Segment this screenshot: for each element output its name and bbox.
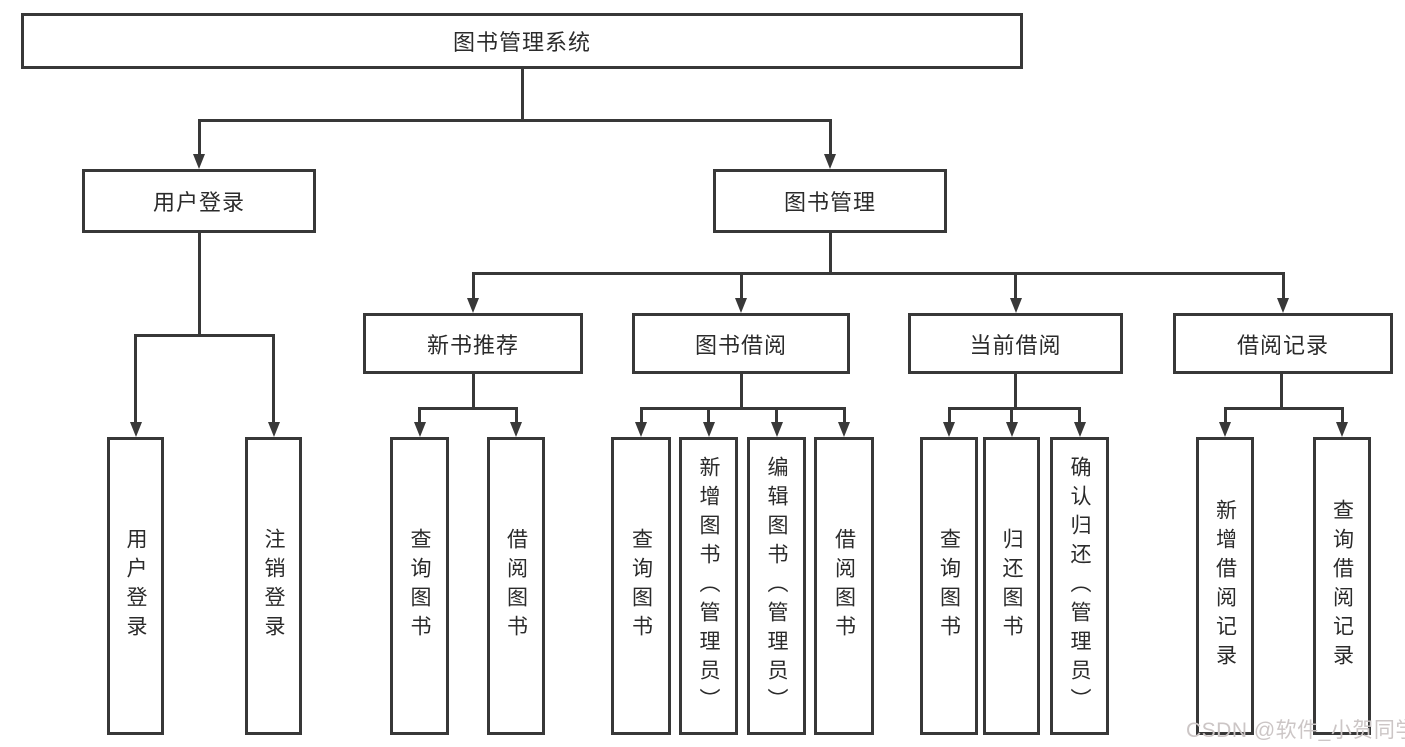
connector-drop-add-book [707, 407, 710, 424]
connector-records-bar [1223, 407, 1344, 410]
connector-newbook-bar [418, 407, 518, 410]
arrowhead-book-management [824, 154, 836, 169]
node-borrow-records-label: 借阅记录 [1236, 332, 1329, 358]
arrowhead-confirm-return [1073, 422, 1086, 437]
arrowhead-user-login [193, 154, 205, 169]
connector-drop-confirm-return [1078, 407, 1081, 424]
arrowhead-leaf-logout [267, 422, 280, 437]
node-new-book-recommend: 新书推荐 [363, 313, 583, 374]
leaf-user-login: 用户登录 [107, 437, 164, 735]
connector-root-bar [197, 119, 832, 122]
connector-bookmgmt-stem [828, 233, 832, 275]
connector-drop-user-login [197, 119, 201, 157]
leaf-return-book-label: 归还图书 [1000, 528, 1023, 644]
node-book-borrow: 图书借阅 [632, 313, 850, 374]
connector-borrow-stem [739, 374, 743, 410]
arrowhead-current-borrow [1009, 298, 1022, 313]
arrowhead-leaf-user-login [129, 422, 142, 437]
connector-newbook-stem [471, 374, 475, 410]
node-user-login-label: 用户登录 [152, 190, 245, 215]
leaf-add-borrow-record: 新增借阅记录 [1196, 437, 1254, 735]
leaf-logout-label: 注销登录 [262, 528, 285, 644]
arrowhead-borrow-records [1277, 298, 1289, 313]
arrowhead-query-record [1336, 422, 1348, 437]
arrowhead-new-book [467, 298, 479, 313]
arrowhead-borrow-query [635, 422, 647, 437]
leaf-borrow-query-book: 查询图书 [611, 437, 671, 735]
arrowhead-rec-query [413, 422, 426, 437]
leaf-borrow-query-book-label: 查询图书 [629, 528, 653, 644]
leaf-add-book-admin-label: 新增图书（管理员） [697, 455, 720, 717]
connector-current-stem [1014, 374, 1017, 410]
node-book-management: 图书管理 [713, 169, 947, 233]
node-user-login: 用户登录 [82, 169, 316, 233]
node-root-label: 图书管理系统 [452, 30, 591, 55]
leaf-recommend-query-book-label: 查询图书 [408, 528, 431, 644]
leaf-add-borrow-record-label: 新增借阅记录 [1213, 499, 1237, 673]
arrowhead-borrow-book [838, 422, 850, 437]
leaf-logout: 注销登录 [245, 437, 302, 735]
leaf-borrow-book: 借阅图书 [814, 437, 874, 735]
arrowhead-add-book [702, 422, 715, 437]
leaf-edit-book-admin: 编辑图书（管理员） [747, 437, 806, 735]
connector-drop-current-query [947, 407, 951, 424]
node-book-management-label: 图书管理 [783, 190, 876, 215]
arrowhead-add-record [1219, 422, 1231, 437]
connector-drop-current-borrow [1014, 272, 1017, 300]
connector-records-stem [1279, 374, 1283, 410]
arrowhead-return-book [1005, 422, 1018, 437]
leaf-borrow-book-label: 借阅图书 [832, 528, 856, 644]
leaf-current-query-book-label: 查询图书 [937, 528, 961, 644]
connector-drop-new-book [471, 272, 475, 300]
connector-drop-query-record [1340, 407, 1344, 424]
connector-bookmgmt-bar [471, 272, 1283, 275]
connector-root-stem [520, 69, 524, 122]
leaf-recommend-query-book: 查询图书 [390, 437, 449, 735]
connector-userlogin-stem [197, 233, 201, 337]
connector-drop-borrow-book [842, 407, 846, 424]
arrowhead-current-query [943, 422, 955, 437]
connector-drop-borrow-query [639, 407, 643, 424]
connector-drop-book-borrow [739, 272, 743, 300]
leaf-return-book: 归还图书 [983, 437, 1040, 735]
leaf-query-borrow-record: 查询借阅记录 [1313, 437, 1371, 735]
arrowhead-book-borrow [735, 298, 747, 313]
node-root: 图书管理系统 [21, 13, 1023, 69]
connector-drop-edit-book [775, 407, 778, 424]
leaf-edit-book-admin-label: 编辑图书（管理员） [765, 455, 788, 717]
connector-borrow-bar [639, 407, 846, 410]
leaf-recommend-borrow-book-label: 借阅图书 [504, 528, 528, 644]
connector-drop-return-book [1010, 407, 1013, 424]
arrowhead-edit-book [770, 422, 783, 437]
connector-current-bar [947, 407, 1081, 410]
node-new-book-recommend-label: 新书推荐 [426, 332, 519, 358]
connector-drop-book-management [828, 119, 832, 157]
node-borrow-records: 借阅记录 [1173, 313, 1393, 374]
leaf-user-login-label: 用户登录 [124, 528, 147, 644]
connector-drop-rec-borrow [514, 407, 518, 424]
leaf-query-borrow-record-label: 查询借阅记录 [1330, 499, 1354, 673]
leaf-confirm-return-admin-label: 确认归还（管理员） [1068, 455, 1091, 717]
connector-drop-leaf-user-login [134, 334, 137, 424]
connector-drop-add-record [1223, 407, 1227, 424]
connector-userlogin-bar [134, 334, 275, 337]
csdn-watermark: CSDN @软件_小贺同学 [1186, 719, 1405, 742]
leaf-confirm-return-admin: 确认归还（管理员） [1050, 437, 1109, 735]
leaf-recommend-borrow-book: 借阅图书 [487, 437, 545, 735]
node-current-borrow-label: 当前借阅 [969, 332, 1062, 358]
leaf-current-query-book: 查询图书 [920, 437, 978, 735]
leaf-add-book-admin: 新增图书（管理员） [679, 437, 738, 735]
connector-drop-leaf-logout [272, 334, 275, 424]
node-current-borrow: 当前借阅 [908, 313, 1123, 374]
arrowhead-rec-borrow [510, 422, 522, 437]
node-book-borrow-label: 图书借阅 [694, 332, 787, 358]
connector-drop-rec-query [418, 407, 421, 424]
connector-drop-borrow-records [1281, 272, 1285, 300]
